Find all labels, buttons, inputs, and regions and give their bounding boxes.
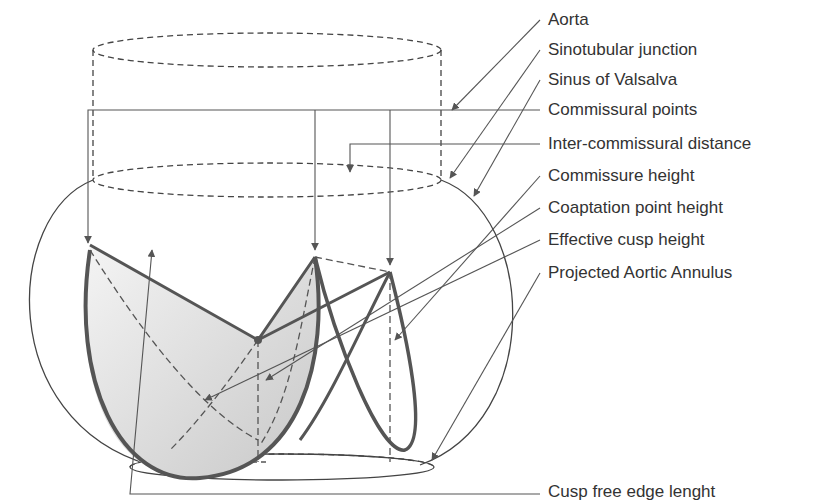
cusp-outline (300, 272, 390, 440)
callout-label: Commissural points (546, 100, 699, 120)
coaptation-dot (254, 336, 262, 344)
cusp-outline (86, 250, 319, 478)
cusp-outline (315, 257, 416, 450)
callout-label: Coaptation point height (546, 198, 725, 218)
callout-label: Sinus of Valsalva (546, 70, 679, 90)
measure-lines (90, 250, 390, 462)
callout-label: Effective cusp height (546, 230, 707, 250)
leader-lines (88, 20, 540, 494)
cusp-free-edge (258, 272, 390, 340)
callout-label: Sinotubular junction (546, 40, 699, 60)
callout-label: Commissure height (546, 166, 696, 186)
callout-label: Projected Aortic Annulus (546, 263, 734, 283)
callout-label: Inter-commissural distance (546, 134, 753, 154)
cusp-free-edge (90, 245, 315, 340)
aorta-cylinder (93, 33, 441, 197)
callout-label: Aorta (546, 10, 591, 30)
cusp-fill (85, 245, 319, 478)
callout-label: Cusp free edge lenght (546, 482, 717, 502)
